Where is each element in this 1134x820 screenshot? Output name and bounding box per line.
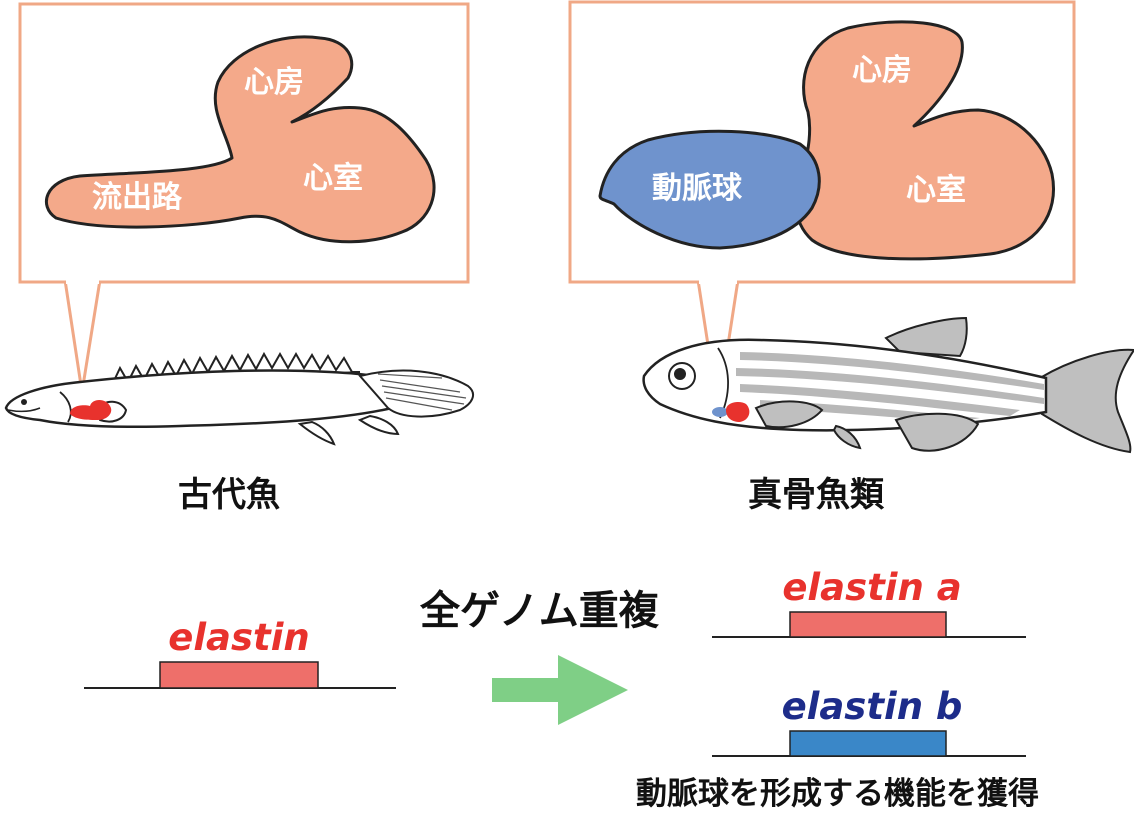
right-heart-callout: 心房 心室 動脈球 [568,0,1076,411]
ancestral-gene-box [159,661,319,689]
teleost-fish-pelvic-fin [832,424,862,450]
ancient-fish-ventral-fin [297,420,336,446]
teleost-fish-bulbus-spot [712,407,728,417]
left-heart-shape [45,35,436,244]
teleost-fish-tail [1038,348,1134,454]
left-heart-callout: 心房 心室 流出路 [18,2,470,393]
teleost-fish-illustration [642,316,1134,454]
right-arrow-icon [492,655,628,725]
function-gain-note: 動脈球を形成する機能を獲得 [636,776,1039,812]
duplicate-gene-a-label: elastin a [782,566,961,609]
right-ventricle-label: 心室 [906,173,966,208]
teleost-fish-caption: 真骨魚類 [748,475,885,515]
teleost-fish-anal-fin [894,412,980,452]
ancient-fish-anal-fin [357,414,400,436]
duplicate-gene-b: elastin b [712,685,1026,757]
ancient-fish-eye [21,399,27,405]
bulbus-shape [598,129,821,250]
teleost-fish-body [642,338,1048,432]
duplication-event-label: 全ゲノム重複 [419,588,660,634]
duplicate-gene-a: elastin a [712,566,1026,638]
left-outflow-label: 流出路 [92,180,183,215]
right-atrium-label: 心房 [852,53,912,88]
teleost-fish-heart-spot [726,402,750,422]
ancient-fish-tail [358,369,475,418]
ancient-fish-caption: 古代魚 [178,475,280,515]
left-ventricle-label: 心室 [303,161,363,196]
bulbus-label: 動脈球 [652,171,743,206]
ancient-fish-heart-spot [70,400,112,420]
teleost-fish-pectoral-fin [754,400,824,429]
left-callout-pointer [63,278,102,393]
duplicate-gene-b-label: elastin b [782,685,963,728]
left-atrium-label: 心房 [244,65,304,100]
ancestral-gene: elastin [84,616,396,689]
ancient-fish-illustration [4,351,475,446]
teleost-fish-dorsal-fin [884,316,968,358]
duplicate-gene-b-box [789,730,947,757]
duplicate-gene-a-box [789,611,947,638]
ancestral-gene-label: elastin [168,616,309,659]
